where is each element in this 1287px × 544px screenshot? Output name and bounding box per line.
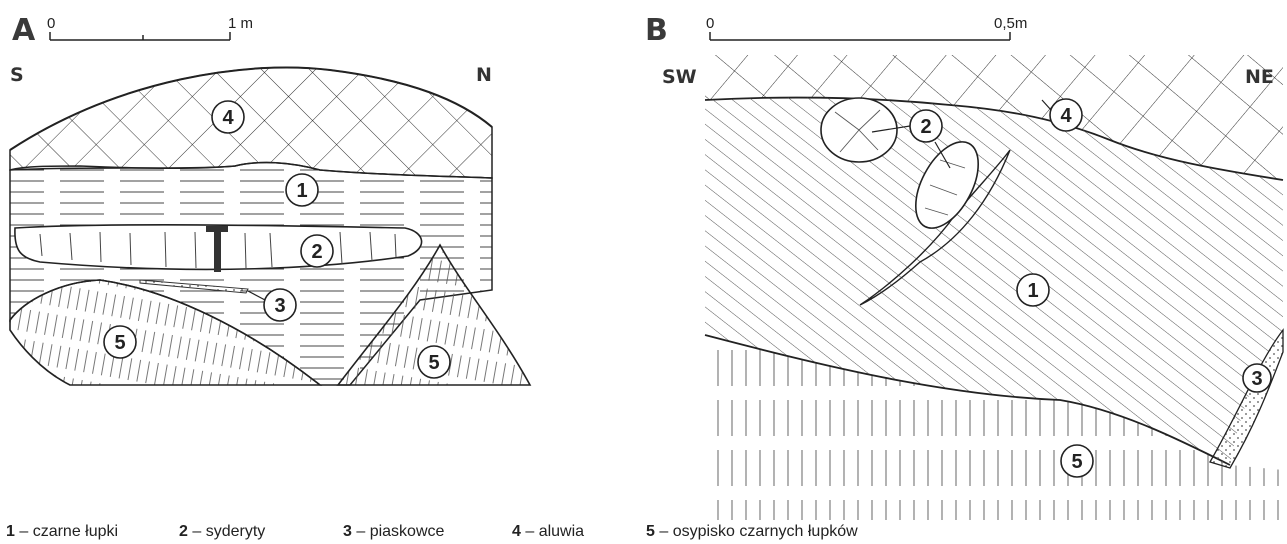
panel-b-direction-left: SW	[662, 66, 697, 88]
panel-b-unit-2-label: 2	[910, 110, 942, 142]
svg-text:2: 2	[920, 116, 931, 138]
legend-label: – syderyty	[192, 523, 265, 540]
panel-a: A 0 1 m S N	[10, 13, 530, 385]
panel-a-scale-end: 1 m	[228, 15, 253, 32]
panel-a-direction-right: N	[476, 64, 492, 86]
legend-number: 4	[512, 523, 521, 540]
legend-label: – aluwia	[525, 523, 584, 540]
panel-a-unit-3-label: 3	[264, 289, 296, 321]
panel-b-unit-1-label: 1	[1017, 274, 1049, 306]
svg-text:1: 1	[296, 180, 307, 202]
legend-number: 2	[179, 523, 188, 540]
legend-number: 3	[343, 523, 352, 540]
legend-item-5: 5 – osypisko czarnych łupków	[646, 523, 858, 541]
svg-text:5: 5	[428, 352, 439, 374]
panel-a-scale-start: 0	[47, 15, 55, 32]
svg-text:2: 2	[311, 241, 322, 263]
legend-label: – piaskowce	[356, 523, 444, 540]
legend-label: – czarne łupki	[19, 523, 118, 540]
legend-number: 1	[6, 523, 15, 540]
panel-b-scale-bar: 0 0,5m	[706, 15, 1027, 40]
panel-a-alluvium-layer	[10, 67, 492, 178]
panel-a-scale-bar: 0 1 m	[47, 15, 253, 40]
panel-b-unit-4-label: 4	[1050, 99, 1082, 131]
legend-number: 5	[646, 523, 655, 540]
panel-a-unit-5-label-right: 5	[418, 346, 450, 378]
svg-text:5: 5	[114, 332, 125, 354]
legend-item-3: 3 – piaskowce	[343, 523, 444, 541]
geological-sections-figure: A 0 1 m S N	[0, 0, 1287, 520]
panel-a-unit-1-label: 1	[286, 174, 318, 206]
legend-item-2: 2 – syderyty	[179, 523, 265, 541]
legend-item-4: 4 – aluwia	[512, 523, 584, 541]
panel-a-direction-left: S	[10, 64, 24, 86]
svg-text:5: 5	[1071, 451, 1082, 473]
panel-a-letter: A	[12, 13, 36, 48]
svg-text:3: 3	[274, 295, 285, 317]
svg-text:3: 3	[1251, 368, 1262, 390]
panel-a-unit-2-label: 2	[301, 235, 333, 267]
legend: 1 – czarne łupki 2 – syderyty 3 – piasko…	[0, 523, 1287, 544]
panel-b-scale-end: 0,5m	[994, 15, 1027, 32]
panel-b-scale-start: 0	[706, 15, 714, 32]
svg-text:4: 4	[222, 107, 234, 129]
panel-a-unit-5-label-left: 5	[104, 326, 136, 358]
svg-text:1: 1	[1027, 280, 1038, 302]
panel-b-letter: B	[645, 13, 668, 48]
panel-a-unit-4-label: 4	[212, 101, 244, 133]
panel-b: B 0 0,5m SW NE	[645, 13, 1283, 520]
legend-label: – osypisko czarnych łupków	[659, 523, 857, 540]
panel-b-unit-5-label: 5	[1061, 445, 1093, 477]
svg-text:4: 4	[1060, 105, 1072, 127]
panel-b-unit-3-label: 3	[1243, 364, 1271, 392]
legend-item-1: 1 – czarne łupki	[6, 523, 118, 541]
